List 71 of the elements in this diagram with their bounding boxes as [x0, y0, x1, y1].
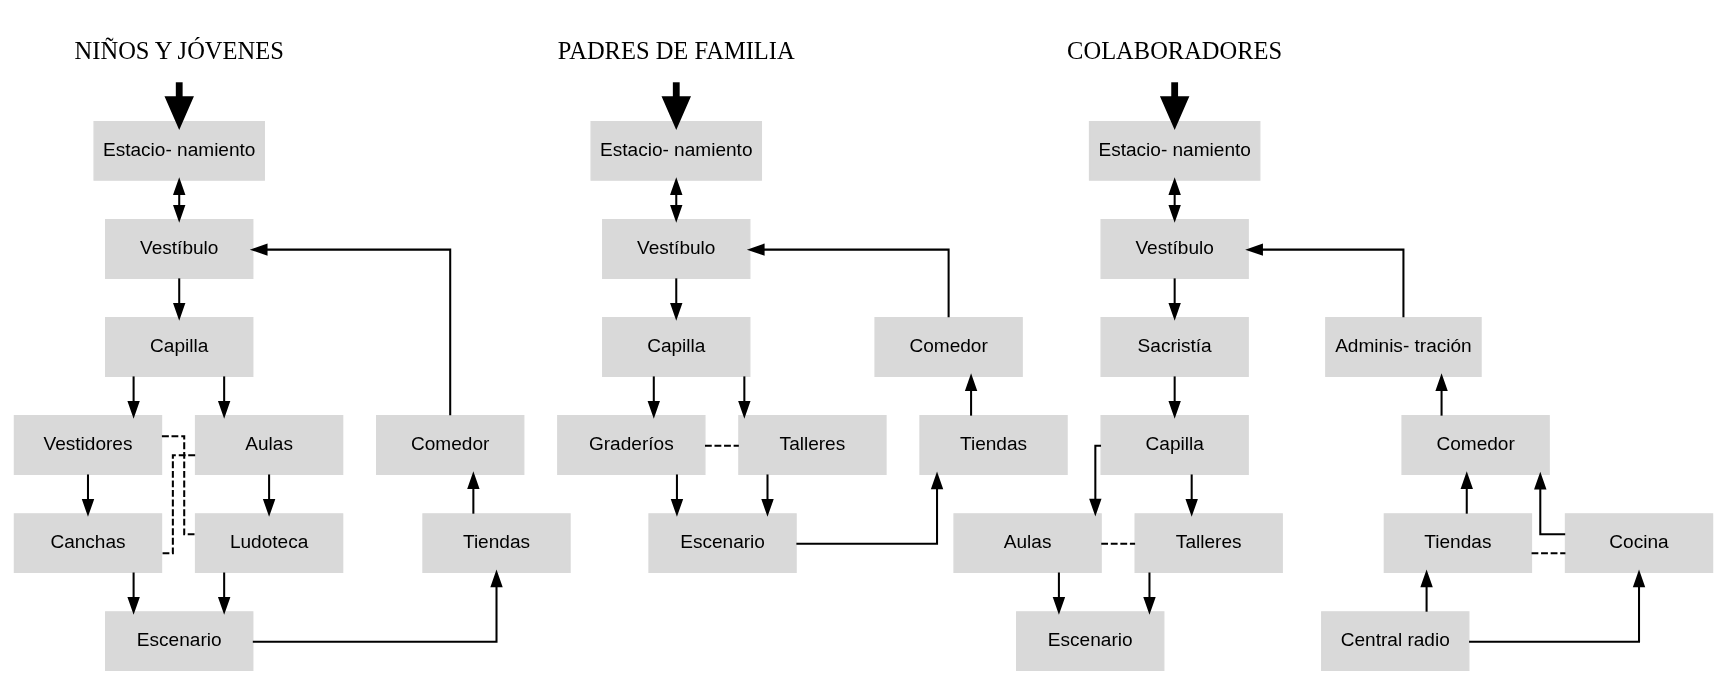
arrow	[262, 473, 275, 517]
node-box: Adminis- tración	[1324, 316, 1482, 377]
arrow	[1434, 372, 1448, 416]
arrow	[737, 375, 751, 419]
arrow	[217, 375, 230, 419]
arrow	[172, 277, 185, 321]
node-box: Escenario	[1015, 610, 1164, 671]
connector	[1531, 551, 1565, 554]
arrow	[249, 242, 451, 415]
node-box: Estacio- namiento	[589, 120, 762, 181]
arrow	[81, 473, 94, 517]
node-box: Vestíbulo	[104, 218, 253, 279]
arrow	[669, 277, 682, 321]
node-box: Escenario	[647, 512, 797, 573]
node-box: Vestíbulo	[1099, 218, 1249, 279]
arrow	[1460, 470, 1473, 514]
node-box: Comedor	[375, 414, 524, 475]
arrow	[1244, 242, 1404, 317]
connector	[161, 453, 195, 554]
arrow	[466, 470, 480, 514]
arrow	[1468, 569, 1645, 643]
arrow	[1088, 444, 1102, 516]
node-box: Escenario	[104, 610, 253, 671]
node-text: PADRES DE FAMILIA	[557, 36, 795, 64]
arrow	[964, 372, 977, 416]
arrow	[1052, 572, 1065, 615]
arrow	[1533, 471, 1565, 535]
connector	[704, 444, 739, 447]
node-box: Capilla	[1099, 414, 1249, 475]
node-box: Central radio	[1320, 610, 1469, 671]
arrow	[126, 375, 140, 419]
node-box: Capilla	[104, 316, 253, 377]
arrow	[126, 572, 140, 615]
node-box: Comedor	[873, 316, 1023, 377]
node-text: NIÑOS Y JÓVENES	[74, 36, 284, 64]
arrow	[670, 473, 683, 517]
node-box: Aulas	[194, 414, 343, 475]
arrow	[172, 176, 185, 223]
connector	[161, 434, 195, 535]
arrow	[760, 473, 774, 517]
arrow	[647, 375, 660, 419]
arrow	[1167, 375, 1181, 419]
arrow	[1185, 473, 1198, 517]
arrow	[252, 569, 503, 643]
arrow	[669, 176, 682, 223]
node-box: Vestidores	[13, 414, 162, 475]
connector	[1100, 542, 1135, 545]
arrow	[1142, 572, 1156, 615]
arrow	[1167, 176, 1181, 223]
node-box: Tiendas	[421, 512, 571, 573]
node-box: Talleres	[737, 414, 887, 475]
node-box: Aulas	[952, 512, 1102, 573]
node-box: Tiendas	[1383, 512, 1532, 573]
node-box: Graderíos	[556, 414, 706, 475]
node-box: Estacio- namiento	[1088, 120, 1260, 181]
node-box: Sacristía	[1099, 316, 1249, 377]
arrow	[1419, 568, 1433, 612]
arrow	[217, 572, 230, 615]
node-box: Capilla	[601, 316, 750, 377]
node-box: Vestíbulo	[601, 218, 750, 279]
node-box: Tiendas	[918, 414, 1068, 475]
node-text: COLABORADORES	[1066, 36, 1282, 64]
node-box: Estacio- namiento	[92, 120, 265, 181]
arrow	[1167, 277, 1181, 321]
node-box: Ludoteca	[194, 512, 343, 573]
arrow	[795, 471, 943, 545]
node-box: Canchas	[13, 512, 162, 573]
node-box: Comedor	[1400, 414, 1550, 475]
arrow	[746, 242, 950, 317]
node-box: Talleres	[1134, 512, 1283, 573]
node-box: Cocina	[1564, 512, 1713, 573]
